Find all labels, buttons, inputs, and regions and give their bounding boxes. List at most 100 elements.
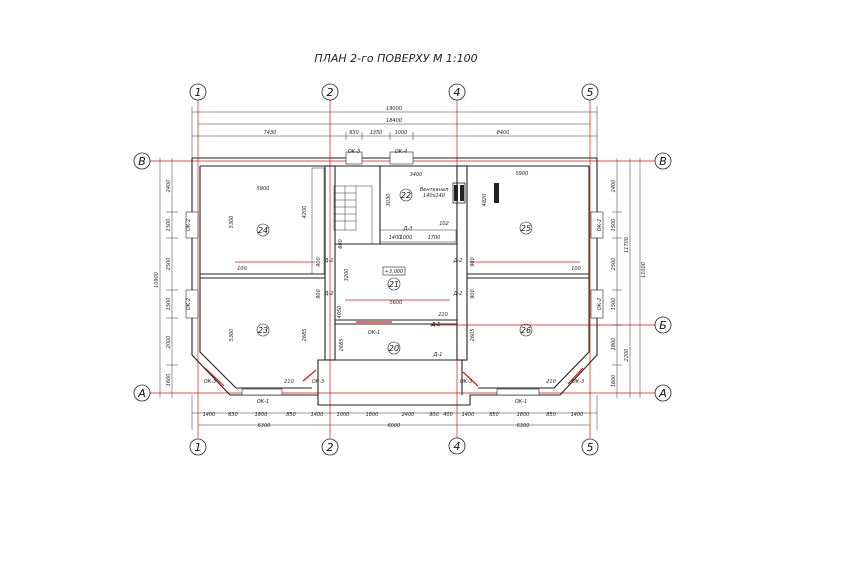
svg-text:850: 850	[489, 412, 499, 418]
room-22: 22	[401, 191, 411, 200]
svg-text:900: 900	[429, 412, 439, 418]
svg-text:210: 210	[438, 312, 448, 318]
window-ok1-right	[496, 388, 540, 396]
svg-text:ОК-2: ОК-2	[597, 298, 603, 310]
svg-text:1500: 1500	[166, 219, 172, 232]
svg-text:900: 900	[316, 257, 322, 267]
axis-bubble-5-bottom	[581, 438, 599, 456]
window-ok3-left-diag	[204, 367, 225, 387]
axis-label-a-right: А	[658, 387, 667, 400]
svg-text:6000: 6000	[388, 423, 401, 429]
svg-text:5600: 5600	[390, 300, 403, 306]
room-24: 24	[258, 226, 268, 235]
svg-text:1000: 1000	[337, 412, 350, 418]
vent-shaft	[452, 182, 499, 204]
svg-text:1400: 1400	[311, 412, 324, 418]
svg-text:ОК-3: ОК-3	[572, 379, 584, 385]
svg-text:3030: 3030	[386, 194, 392, 207]
vent-size: 140х140	[423, 193, 445, 199]
svg-text:ОК-2: ОК-2	[186, 298, 192, 310]
interior-dimensions: 5900 5900 5300 5300 4200 2685 2605 100 1…	[229, 171, 581, 385]
room-25: 25	[521, 224, 531, 233]
svg-text:Д-2: Д-2	[453, 258, 463, 264]
svg-text:900: 900	[470, 257, 476, 267]
axis-bubble-2-bottom	[321, 438, 339, 456]
svg-text:ОК-3: ОК-3	[460, 379, 472, 385]
svg-text:1800: 1800	[366, 412, 379, 418]
svg-text:2500: 2500	[166, 258, 172, 271]
svg-text:ОК-1: ОК-1	[257, 399, 269, 405]
axis-label-4-bottom: 4	[454, 440, 461, 453]
svg-text:3200: 3200	[344, 269, 350, 282]
windows	[185, 151, 604, 396]
svg-text:11700: 11700	[624, 237, 630, 253]
window-marks: ОК-3 ОК-4 ОК-2 ОК-2 ОК-2 ОК-2 ОК-1 ОК-1 …	[186, 149, 603, 405]
top-dimensions: 19000 18400 7430 630 1350 1000 8400	[191, 106, 598, 160]
svg-text:630: 630	[228, 412, 238, 418]
axis-label-5-top: 5	[587, 86, 594, 99]
window-ok4-top	[389, 151, 414, 165]
svg-text:18400: 18400	[386, 118, 402, 124]
svg-text:1500: 1500	[611, 219, 617, 232]
svg-text:Д-2: Д-2	[324, 291, 334, 297]
svg-text:8400: 8400	[497, 130, 510, 136]
svg-text:3400: 3400	[410, 172, 423, 178]
left-dimensions: 2400 1500 2500 1500 2000 1600 10900	[154, 158, 178, 398]
right-dimensions: 2400 1500 2500 1500 1800 2200 1600 11700…	[611, 158, 647, 398]
svg-text:1400: 1400	[203, 412, 216, 418]
svg-text:2685: 2685	[302, 329, 308, 342]
svg-text:1700: 1700	[428, 235, 441, 241]
svg-text:1000: 1000	[400, 235, 413, 241]
axis-bubble-1-top	[189, 83, 207, 101]
svg-text:210: 210	[284, 379, 294, 385]
axis-label-1-bottom: 1	[195, 441, 202, 454]
svg-text:Д-1: Д-1	[433, 352, 443, 358]
door-marks: Д-2 Д-2 Д-2 Д-2 Д-3 Д-5 Д-1	[324, 226, 463, 358]
level-mark: +3.000	[385, 269, 404, 275]
svg-text:Д-3: Д-3	[403, 226, 413, 232]
svg-text:2500: 2500	[611, 258, 617, 271]
svg-text:6300: 6300	[258, 423, 271, 429]
svg-text:850: 850	[546, 412, 556, 418]
svg-text:850: 850	[286, 412, 296, 418]
svg-text:10900: 10900	[154, 272, 160, 288]
svg-text:1400: 1400	[462, 412, 475, 418]
svg-text:1500: 1500	[166, 298, 172, 311]
svg-text:210: 210	[546, 379, 556, 385]
window-ok1-left	[241, 388, 283, 396]
svg-text:11000: 11000	[641, 262, 647, 278]
svg-text:900: 900	[316, 289, 322, 299]
svg-text:ОК-1: ОК-1	[515, 399, 527, 405]
svg-text:1600: 1600	[166, 374, 172, 387]
axis-bubble-2-top	[321, 83, 339, 101]
svg-text:5900: 5900	[257, 186, 270, 192]
drawing-title: ПЛАН 2-го ПОВЕРХУ М 1:100	[314, 52, 477, 65]
svg-text:2605: 2605	[470, 329, 476, 342]
svg-text:2400: 2400	[611, 180, 617, 193]
room-26: 26	[521, 326, 531, 335]
svg-text:Д-5: Д-5	[431, 322, 441, 328]
window-ok2-right-lower	[590, 289, 604, 319]
window-ok3-right-diag	[462, 371, 479, 387]
svg-text:ОК-2: ОК-2	[597, 219, 603, 231]
axis-label-v-right: В	[659, 155, 667, 168]
window-ok3-right-diag2	[567, 367, 584, 385]
svg-text:Д-2: Д-2	[324, 258, 334, 264]
svg-text:900: 900	[470, 289, 476, 299]
axis-label-b-right: Б	[659, 319, 667, 332]
room-23: 23	[258, 326, 268, 335]
svg-text:1500: 1500	[611, 298, 617, 311]
svg-text:5900: 5900	[516, 171, 529, 177]
svg-text:1350: 1350	[370, 130, 383, 136]
svg-text:19000: 19000	[386, 106, 402, 112]
axis-bubble-a-left	[133, 384, 151, 402]
room-20: 20	[389, 344, 399, 353]
interior-walls	[200, 165, 589, 361]
exterior-walls	[191, 157, 598, 406]
axis-label-v-left: В	[138, 155, 146, 168]
svg-text:7430: 7430	[264, 130, 277, 136]
axis-label-2-bottom: 2	[327, 441, 334, 454]
svg-text:100: 100	[237, 266, 247, 272]
axis-bubble-v-right	[654, 152, 672, 170]
